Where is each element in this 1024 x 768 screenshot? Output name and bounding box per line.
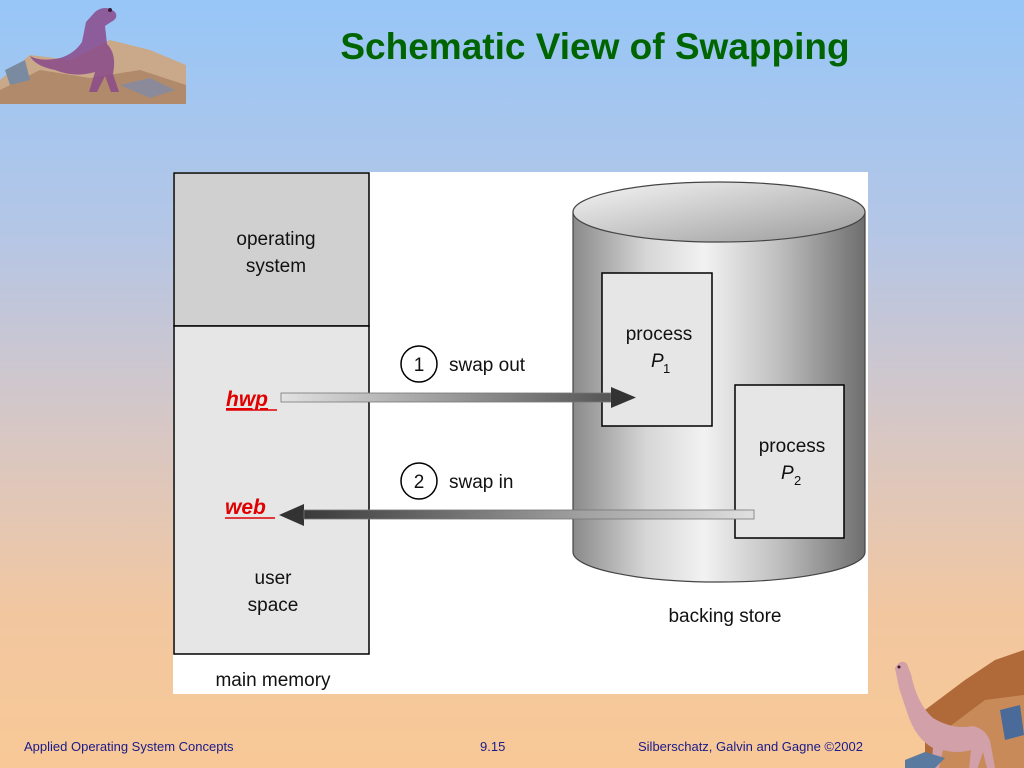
hwp-annotation: hwp bbox=[226, 388, 268, 411]
dinosaur-logo-bottom-right bbox=[895, 650, 1024, 768]
swap-out-arrow bbox=[280, 387, 636, 408]
user-space-label-line1: user bbox=[255, 568, 293, 589]
process-p1-subscript: 1 bbox=[663, 361, 670, 376]
swap-in-label: swap in bbox=[449, 472, 513, 493]
process-p1-letter: P bbox=[651, 351, 664, 372]
swap-in-step-number: 2 bbox=[414, 472, 425, 493]
process-p2-word: process bbox=[759, 436, 826, 457]
process-p2-letter: P bbox=[781, 463, 794, 484]
swap-out-label: swap out bbox=[449, 355, 526, 376]
os-label-line1: operating bbox=[236, 229, 315, 250]
user-space-label-line2: space bbox=[248, 595, 299, 616]
process-p2-subscript: 2 bbox=[794, 473, 801, 488]
process-p1-word: process bbox=[626, 324, 693, 345]
user-space-region bbox=[173, 325, 370, 655]
footer-copyright: Silberschatz, Galvin and Gagne ©2002 bbox=[638, 739, 863, 754]
main-memory-caption: main memory bbox=[215, 670, 331, 691]
slide-title: Schematic View of Swapping bbox=[340, 26, 850, 67]
swap-out-step-number: 1 bbox=[414, 355, 425, 376]
web-annotation: web bbox=[225, 496, 266, 519]
swap-out-step-circle bbox=[400, 345, 438, 383]
backing-store-caption: backing store bbox=[668, 606, 781, 627]
swap-in-step-circle bbox=[400, 462, 438, 500]
operating-system-region bbox=[173, 172, 370, 327]
swapping-diagram: operating system user space main memory … bbox=[173, 172, 868, 694]
swap-in-arrow bbox=[279, 504, 755, 526]
footer-course-title: Applied Operating System Concepts bbox=[24, 739, 234, 754]
os-label-line2: system bbox=[246, 256, 306, 277]
dinosaur-logo-top-left bbox=[0, 8, 186, 104]
footer-slide-number: 9.15 bbox=[480, 739, 506, 754]
